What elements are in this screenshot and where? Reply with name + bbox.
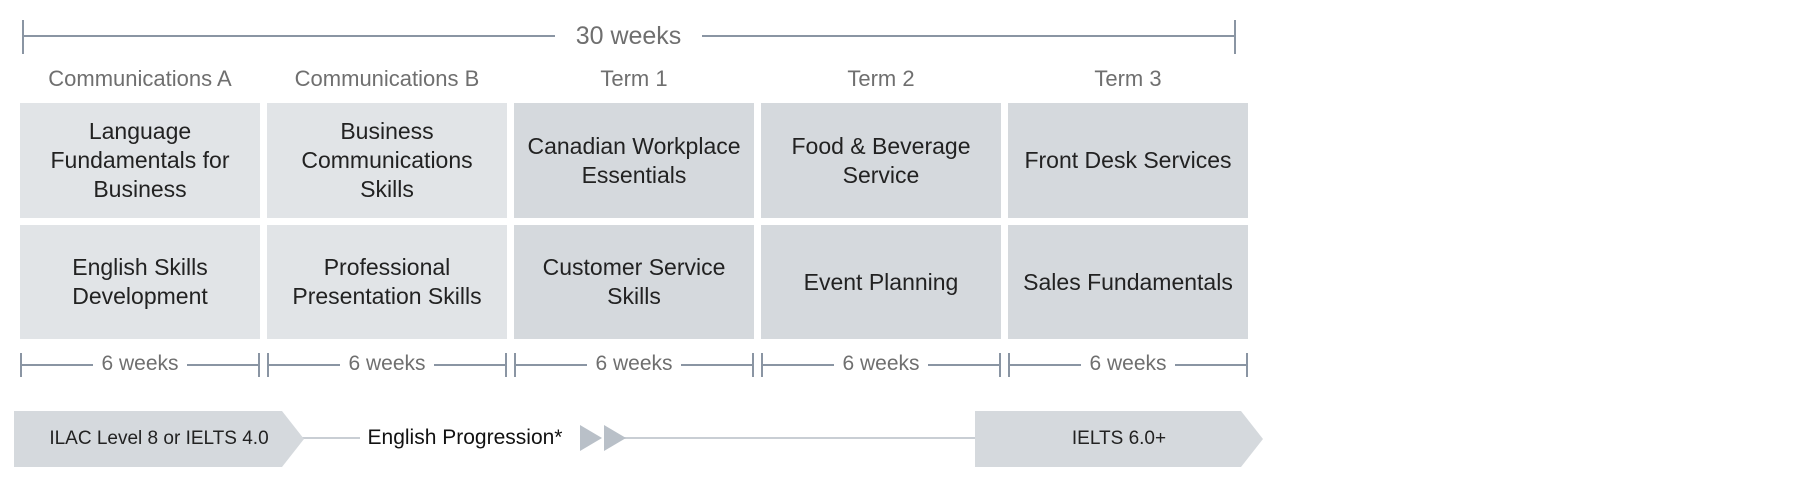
duration-label: 6 weeks [101, 352, 179, 375]
play-chevron-icon [604, 425, 626, 451]
column-title-term-1: Term 1 [600, 66, 668, 91]
column-title-communications-a: Communications A [48, 66, 232, 91]
duration-label: 6 weeks [1089, 352, 1167, 375]
bracket-line-left [761, 364, 834, 366]
bracket-line-right [434, 364, 507, 366]
bracket-tick-right [999, 353, 1001, 377]
duration-bracket: 6 weeks [20, 352, 260, 377]
progression-label: English Progression* [367, 426, 563, 449]
duration-bracket: 6 weeks [761, 352, 1001, 377]
progression-end-arrow: IELTS 6.0+ [975, 411, 1263, 467]
course-box: Front Desk Services [1008, 103, 1248, 218]
course-box: English Skills Development [20, 225, 260, 339]
bracket-line-right [681, 364, 754, 366]
bracket-tick-right [752, 353, 754, 377]
bracket-tick-right [1234, 20, 1236, 54]
bracket-line-right [702, 35, 1236, 37]
progression-start-label: ILAC Level 8 or IELTS 4.0 [49, 428, 269, 449]
course-box: Customer Service Skills [514, 225, 754, 339]
duration-bracket: 6 weeks [267, 352, 507, 377]
course-box: Canadian Workplace Essentials [514, 103, 754, 218]
bracket-line-right [187, 364, 260, 366]
total-duration-label: 30 weeks [575, 22, 682, 50]
column-title-term-3: Term 3 [1094, 66, 1162, 91]
duration-label: 6 weeks [348, 352, 426, 375]
total-duration-bracket: 30 weeks [22, 20, 1236, 54]
column-title-term-2: Term 2 [847, 66, 915, 91]
bracket-line-left [20, 364, 93, 366]
duration-label: 6 weeks [595, 352, 673, 375]
duration-label: 6 weeks [842, 352, 920, 375]
course-box: Business Communications Skills [267, 103, 507, 218]
course-box: Event Planning [761, 225, 1001, 339]
progression-line-left [280, 437, 360, 439]
bracket-line-left [22, 35, 555, 37]
course-box: Language Fundamentals for Business [20, 103, 260, 218]
progression-line-right [620, 437, 980, 439]
bracket-tick-right [505, 353, 507, 377]
duration-bracket: 6 weeks [514, 352, 754, 377]
course-box: Food & Beverage Service [761, 103, 1001, 218]
bracket-tick-left [22, 20, 24, 54]
progression-end-label: IELTS 6.0+ [1071, 428, 1167, 449]
course-box: Sales Fundamentals [1008, 225, 1248, 339]
course-box: Professional Presentation Skills [267, 225, 507, 339]
bracket-line-left [1008, 364, 1081, 366]
play-chevron-icon [580, 425, 602, 451]
bracket-line-left [267, 364, 340, 366]
bracket-tick-right [258, 353, 260, 377]
progression-start-arrow: ILAC Level 8 or IELTS 4.0 [14, 411, 304, 467]
column-title-communications-b: Communications B [294, 66, 480, 91]
bracket-line-left [514, 364, 587, 366]
bracket-line-right [928, 364, 1001, 366]
duration-bracket: 6 weeks [1008, 352, 1248, 377]
bracket-tick-right [1246, 353, 1248, 377]
bracket-line-right [1175, 364, 1248, 366]
